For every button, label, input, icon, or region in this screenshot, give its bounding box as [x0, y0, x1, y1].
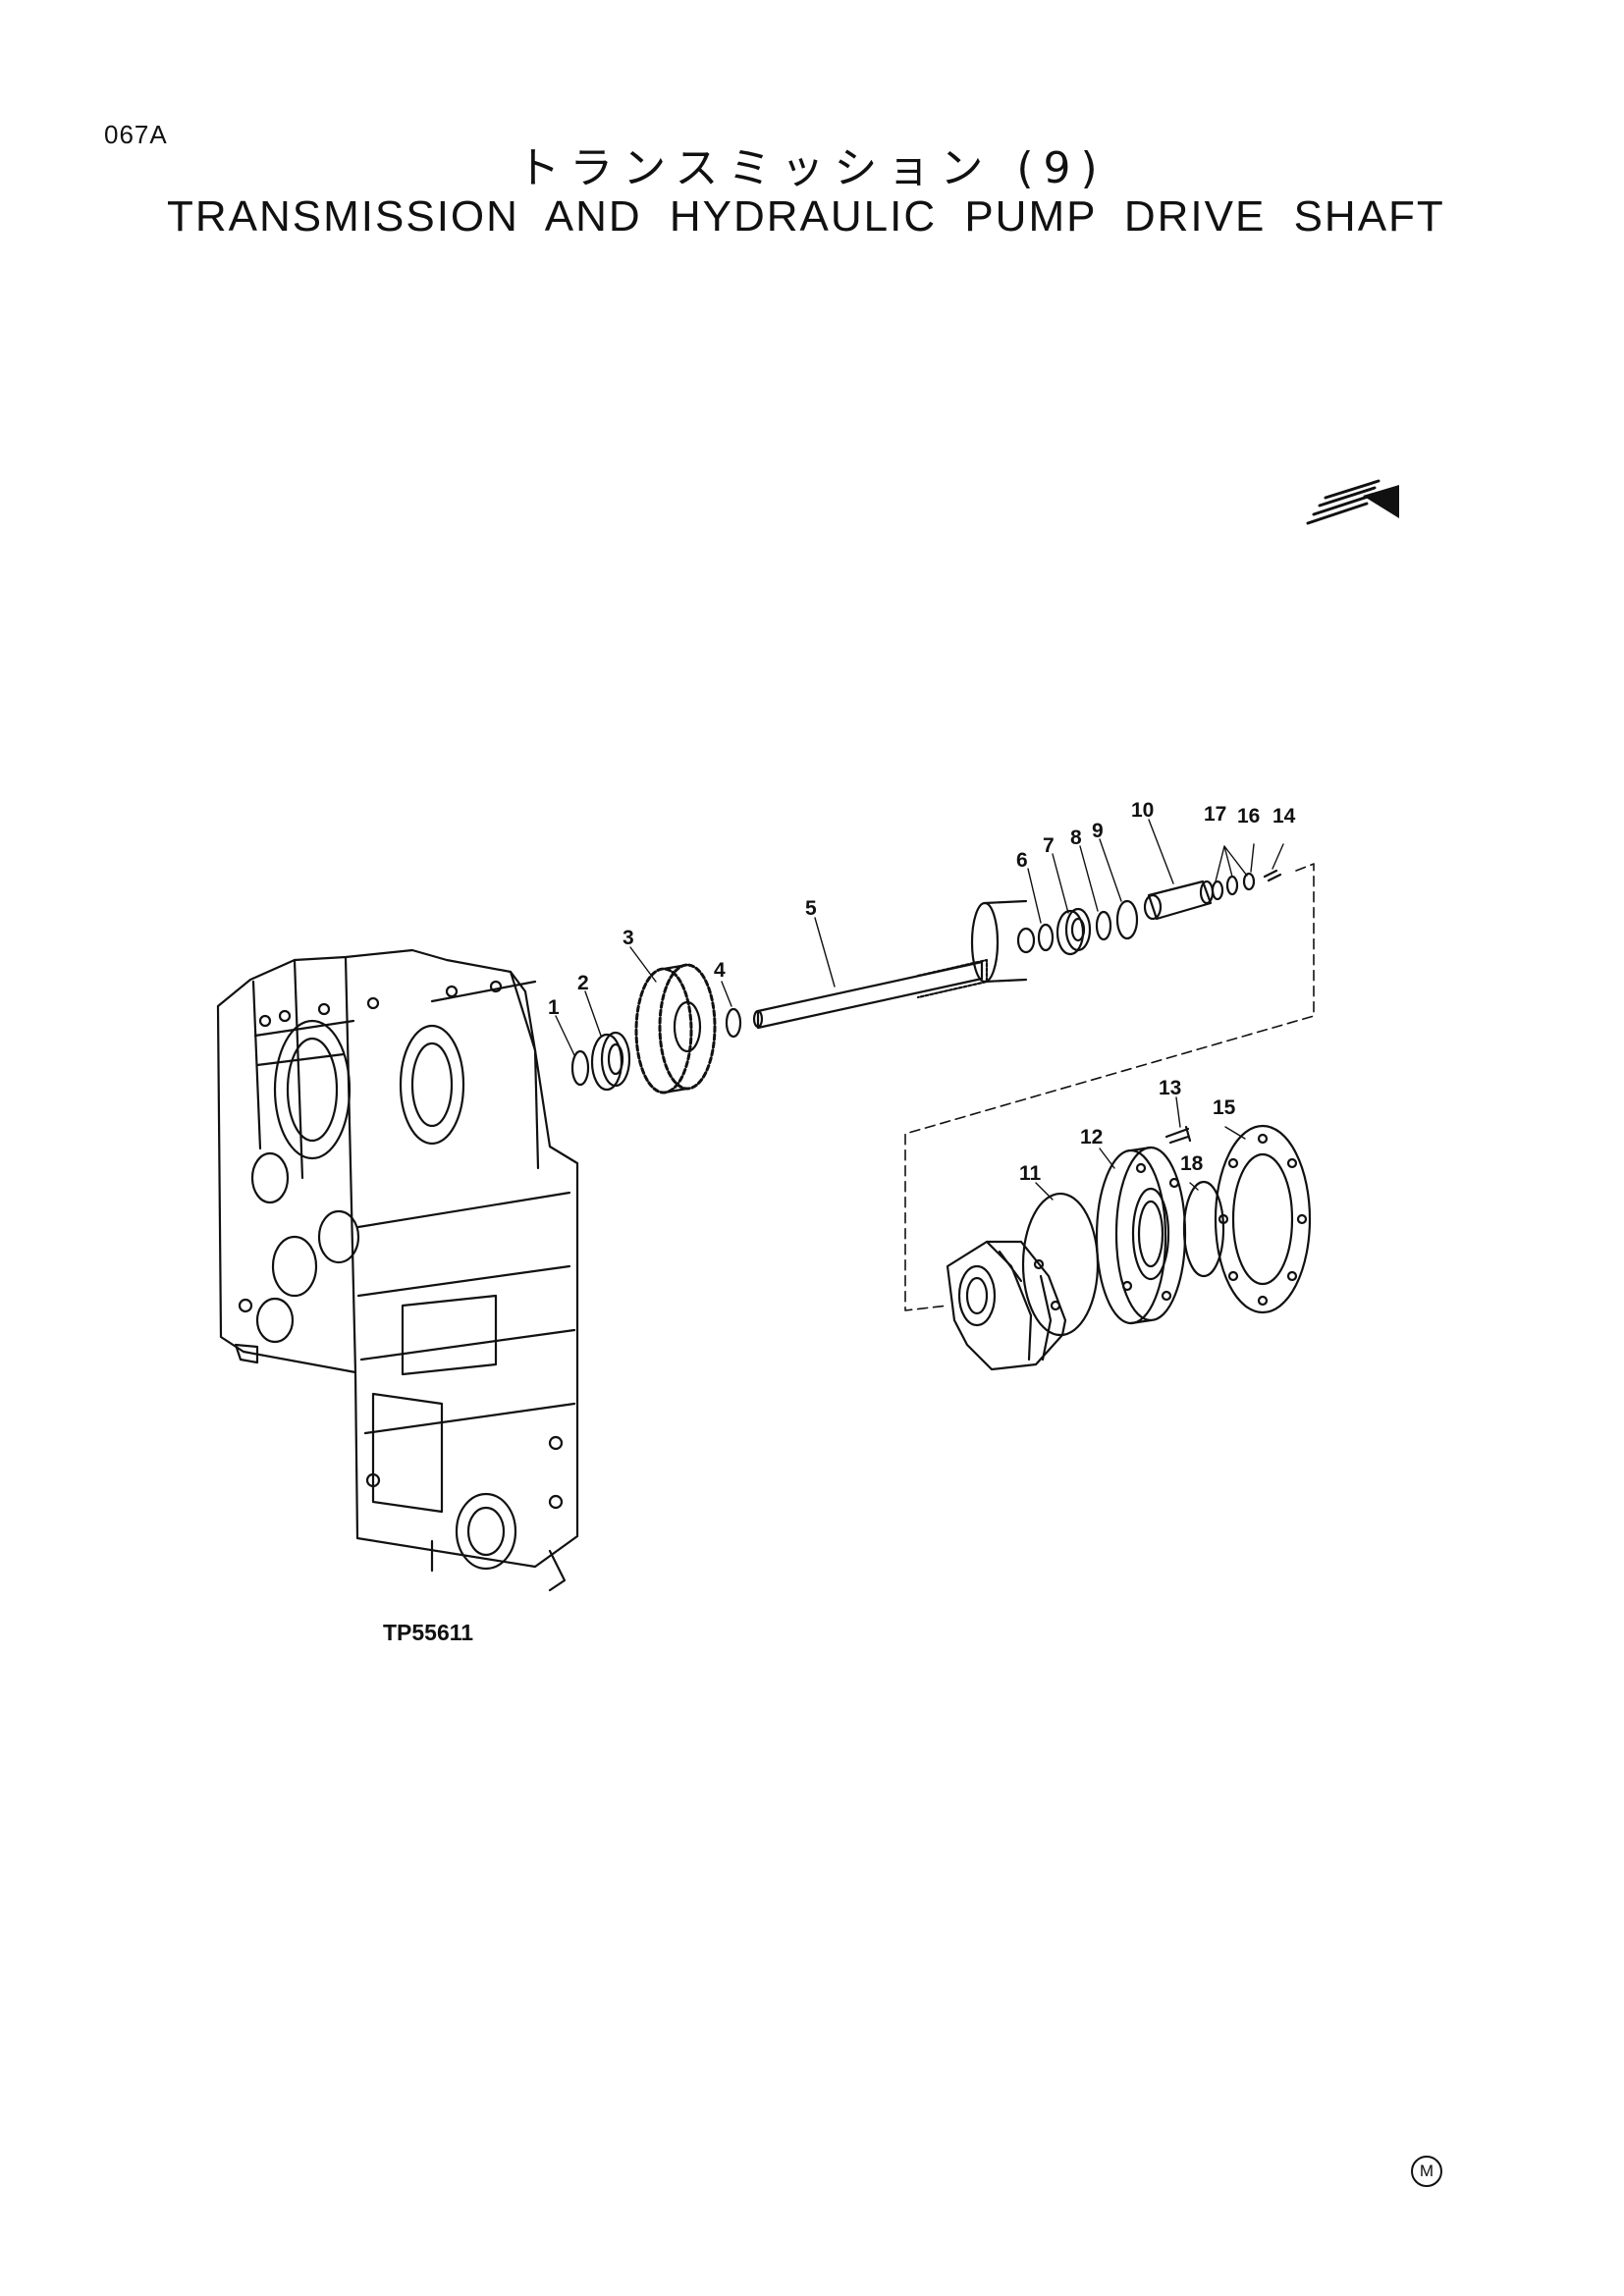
- callout-4: 4: [714, 959, 726, 982]
- callout-3: 3: [623, 927, 634, 949]
- callout-16: 16: [1237, 805, 1260, 828]
- callout-7: 7: [1043, 834, 1055, 857]
- callout-18: 18: [1180, 1152, 1204, 1175]
- part-4-ring: [725, 1007, 742, 1039]
- part-1-snap-ring: [570, 1049, 590, 1087]
- part-18-o-ring: [1182, 1180, 1225, 1278]
- part-2-bearing: [590, 1031, 631, 1092]
- page-code: 067A: [104, 120, 168, 149]
- part-5-drive-shaft: [752, 899, 1036, 1030]
- part-9-ring: [1115, 899, 1139, 940]
- part-6-ring: [1037, 923, 1055, 952]
- part-12-cover: [1095, 1146, 1187, 1325]
- callout-9: 9: [1092, 820, 1104, 842]
- assembly-lines: [904, 863, 1315, 1311]
- callout-2: 2: [577, 972, 589, 994]
- direction-arrow-icon: [1306, 479, 1399, 525]
- callout-10: 10: [1131, 799, 1154, 822]
- callout-14: 14: [1272, 805, 1296, 828]
- part-3-gear: [634, 963, 717, 1095]
- reference-code: TP55611: [383, 1620, 474, 1645]
- callout-6: 6: [1016, 849, 1028, 872]
- title-japanese: トランスミッション (9): [516, 143, 1108, 193]
- callout-12: 12: [1080, 1126, 1103, 1148]
- m-mark-icon: M: [1411, 2156, 1442, 2187]
- hydraulic-pump: [946, 1240, 1067, 1371]
- callout-8: 8: [1070, 827, 1082, 849]
- callout-15: 15: [1213, 1096, 1236, 1119]
- part-15-gasket: [1214, 1124, 1312, 1314]
- callout-1: 1: [548, 996, 560, 1019]
- callout-17: 17: [1204, 803, 1226, 826]
- part-7-bearing: [1056, 907, 1092, 956]
- callout-5: 5: [805, 897, 817, 920]
- title-english: TRANSMISSION AND HYDRAULIC PUMP DRIVE SH…: [167, 192, 1445, 240]
- part-16-ring: [1242, 872, 1256, 891]
- part-10-coupling: [1143, 880, 1215, 921]
- part-13-bolt: [1164, 1125, 1192, 1145]
- callout-13: 13: [1159, 1077, 1181, 1099]
- transmission-housing: [216, 948, 579, 1592]
- callout-11: 11: [1019, 1162, 1042, 1185]
- part-8-ring: [1095, 910, 1112, 941]
- part-14-pin: [1263, 869, 1282, 882]
